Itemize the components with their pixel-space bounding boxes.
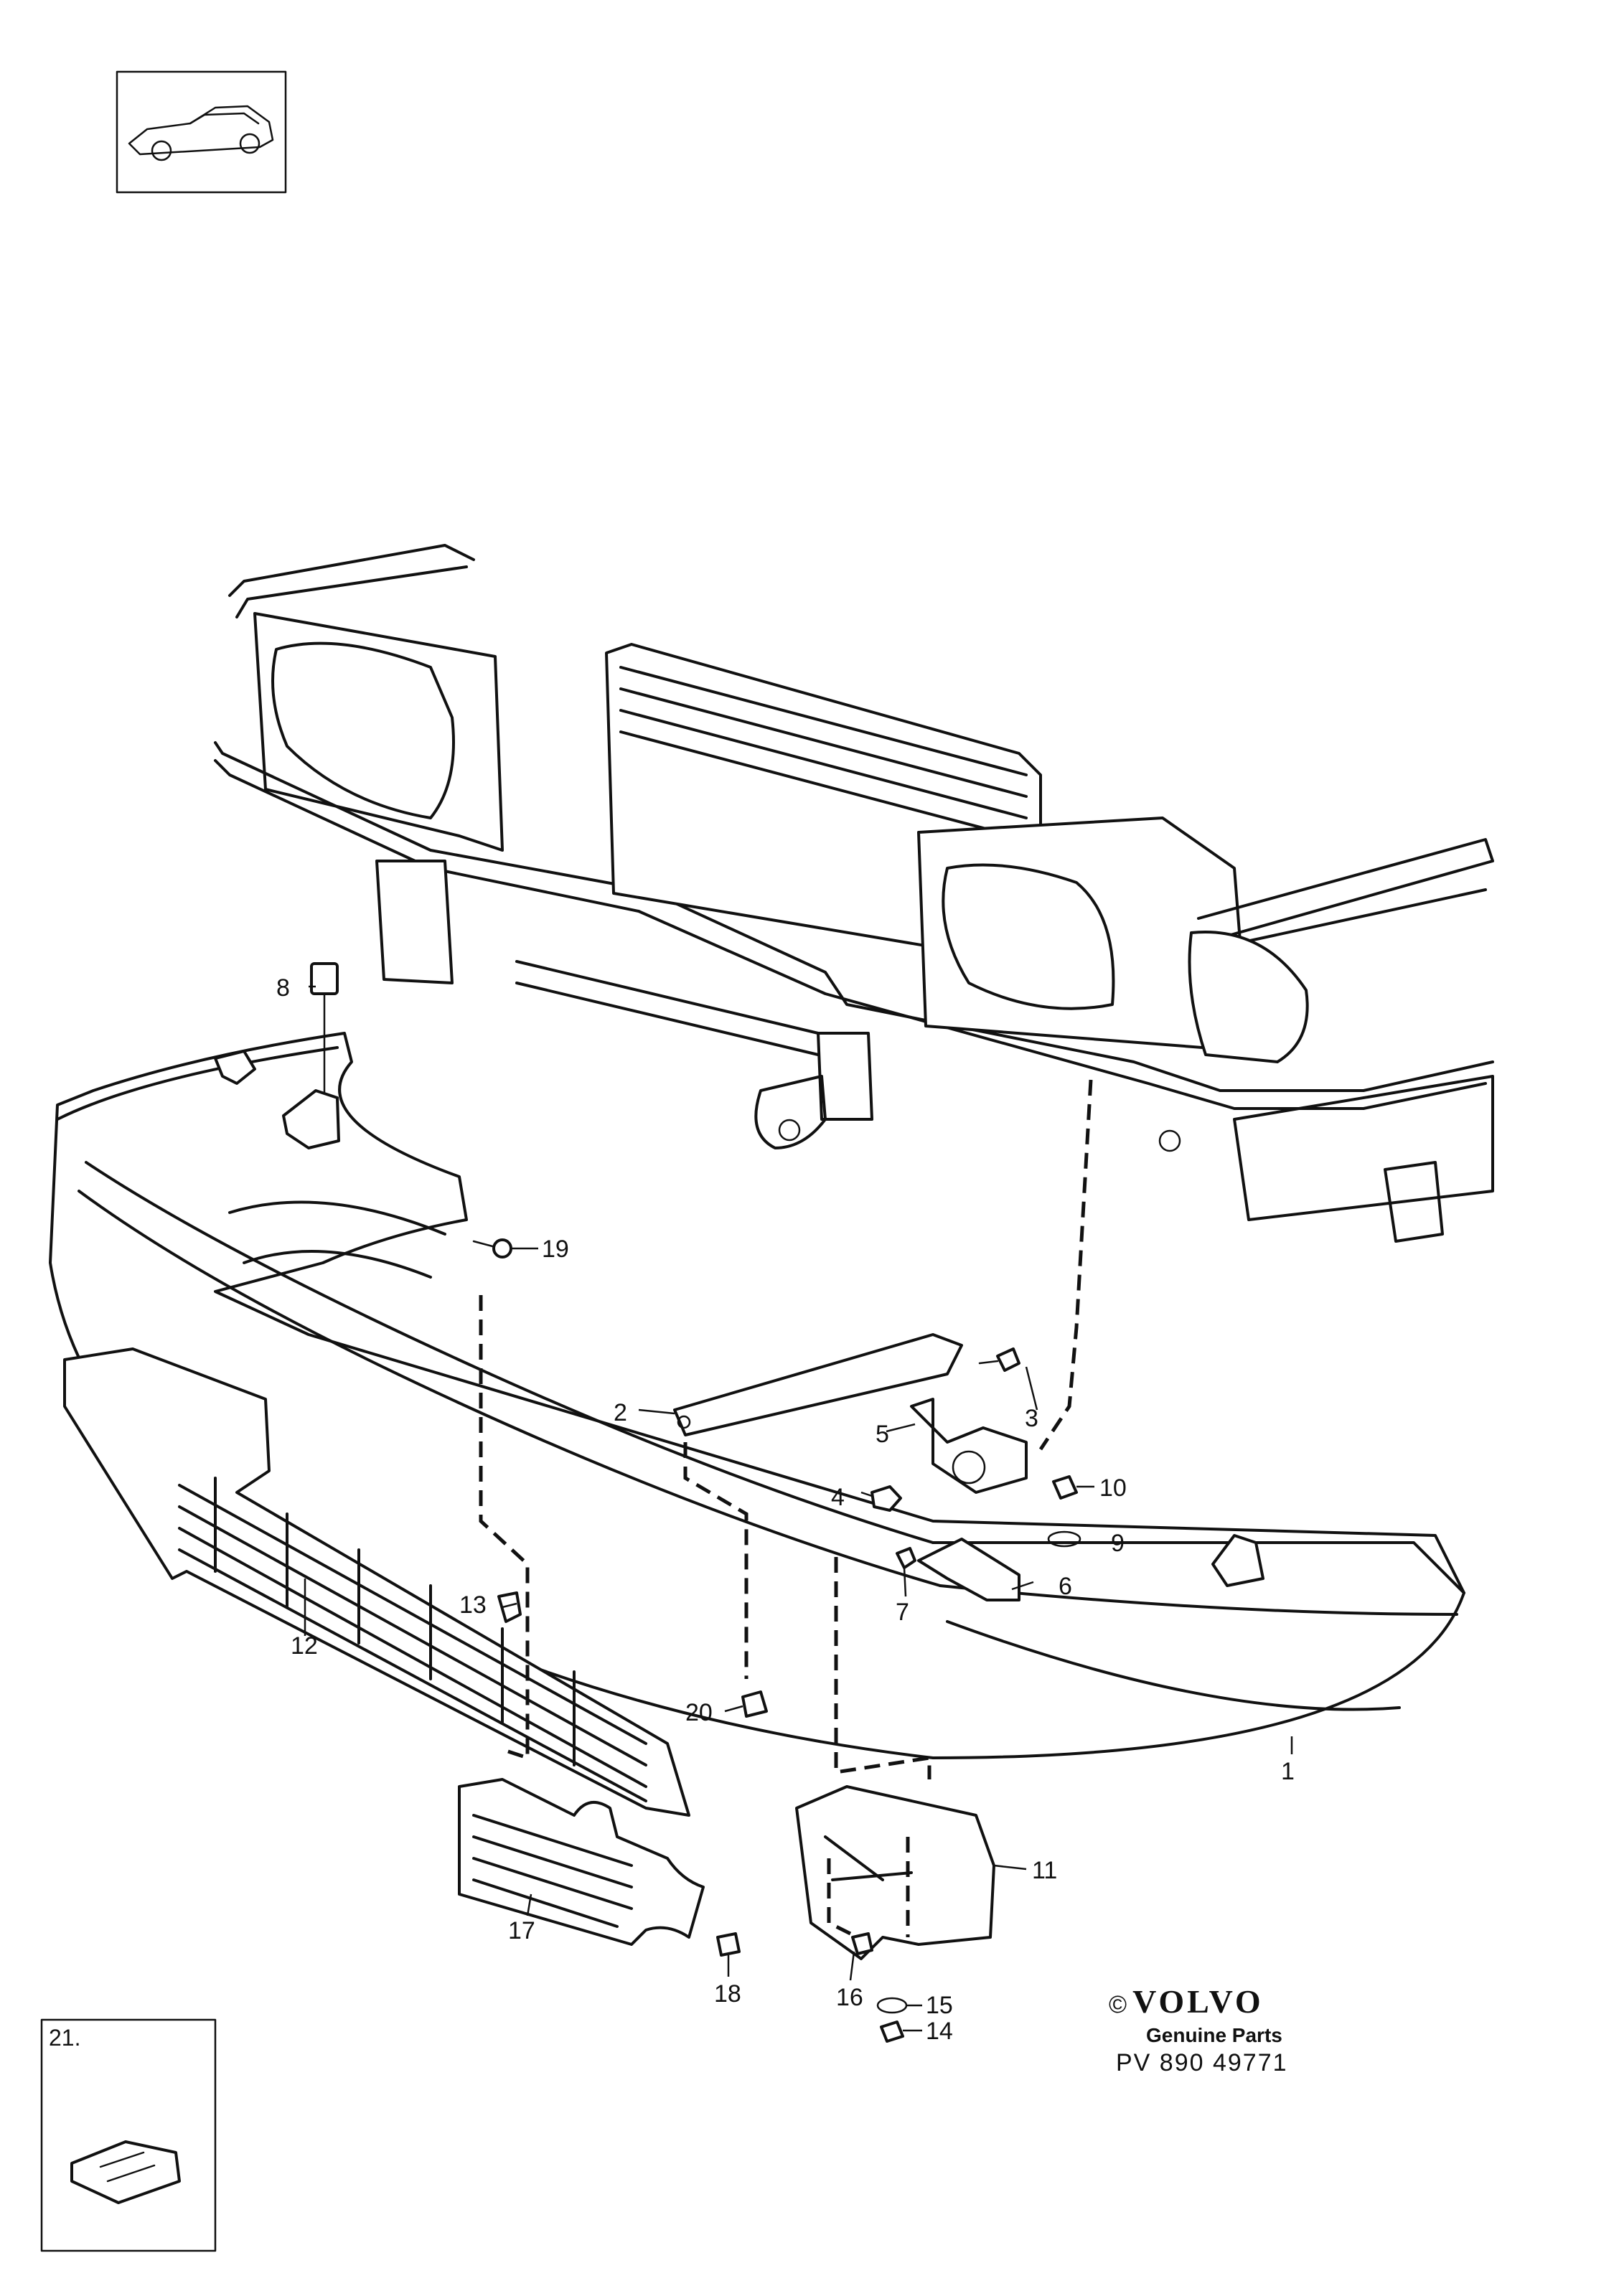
part-9-10-fasteners (1047, 1475, 1081, 1548)
volvo-wordmark: VOLVO (1132, 1983, 1264, 2020)
callout-16: 16 (836, 1984, 863, 2011)
part-8-clip (282, 962, 340, 1149)
volvo-brand-block: ©VOLVO Genuine Parts PV 890 49771 (1109, 1984, 1324, 2077)
callout-7: 7 (896, 1599, 909, 1626)
callout-3: 3 (1025, 1405, 1038, 1432)
callout-10: 10 (1099, 1474, 1127, 1502)
callout-9: 9 (1111, 1530, 1125, 1557)
part-4-nut (870, 1485, 902, 1512)
car-thumbnail (116, 70, 287, 194)
callout-19: 19 (542, 1236, 569, 1263)
part-11-bracket (795, 1785, 995, 1960)
part-7-bolt (896, 1547, 916, 1569)
part-5-bracket (910, 1398, 1028, 1494)
callout-20: 20 (685, 1699, 713, 1726)
callout-14: 14 (926, 2018, 953, 2045)
genuine-parts-tagline: Genuine Parts (1146, 2024, 1282, 2046)
assembly-lines (479, 1079, 1093, 1937)
callout-15: 15 (926, 1992, 953, 2019)
callout-17: 17 (508, 1917, 535, 1944)
part-2-stay (673, 1333, 963, 1436)
volvo-logo: ©VOLVO (1109, 1984, 1324, 2023)
callout-4: 4 (831, 1484, 845, 1511)
callout-11: 11 (1032, 1857, 1057, 1884)
part-20-bolt (741, 1690, 768, 1718)
part-17-grille (458, 1778, 705, 1946)
diagram-reference-number: PV 890 49771 (1116, 2049, 1288, 2076)
part-14-15-16-fasteners (851, 1932, 908, 2043)
callout-2: 2 (614, 1399, 627, 1426)
callout-labels: 1 2 3 4 5 6 7 8 9 10 11 12 13 14 15 16 1… (276, 974, 1295, 2045)
part-6-bracket (917, 1538, 1020, 1601)
callout-8: 8 (276, 974, 290, 1002)
callout-5: 5 (876, 1421, 889, 1448)
leader-lines (304, 985, 1293, 2032)
front-body-structure (214, 544, 1494, 1243)
callout-1: 1 (1281, 1758, 1295, 1785)
callout-13: 13 (459, 1591, 487, 1619)
part-12-grille (63, 1347, 690, 1817)
callout-12: 12 (291, 1632, 318, 1660)
part-3-bolt (978, 1347, 1020, 1372)
inset-21 (40, 2018, 217, 2252)
part-13-clip (497, 1591, 522, 1623)
callout-18: 18 (714, 1980, 741, 2008)
part-18-clip (716, 1932, 741, 1957)
part-19-bolt (472, 1238, 512, 1258)
copyright-symbol: © (1109, 1991, 1127, 2018)
inset-21-label: 21. (49, 2025, 81, 2051)
callout-6: 6 (1059, 1573, 1072, 1600)
